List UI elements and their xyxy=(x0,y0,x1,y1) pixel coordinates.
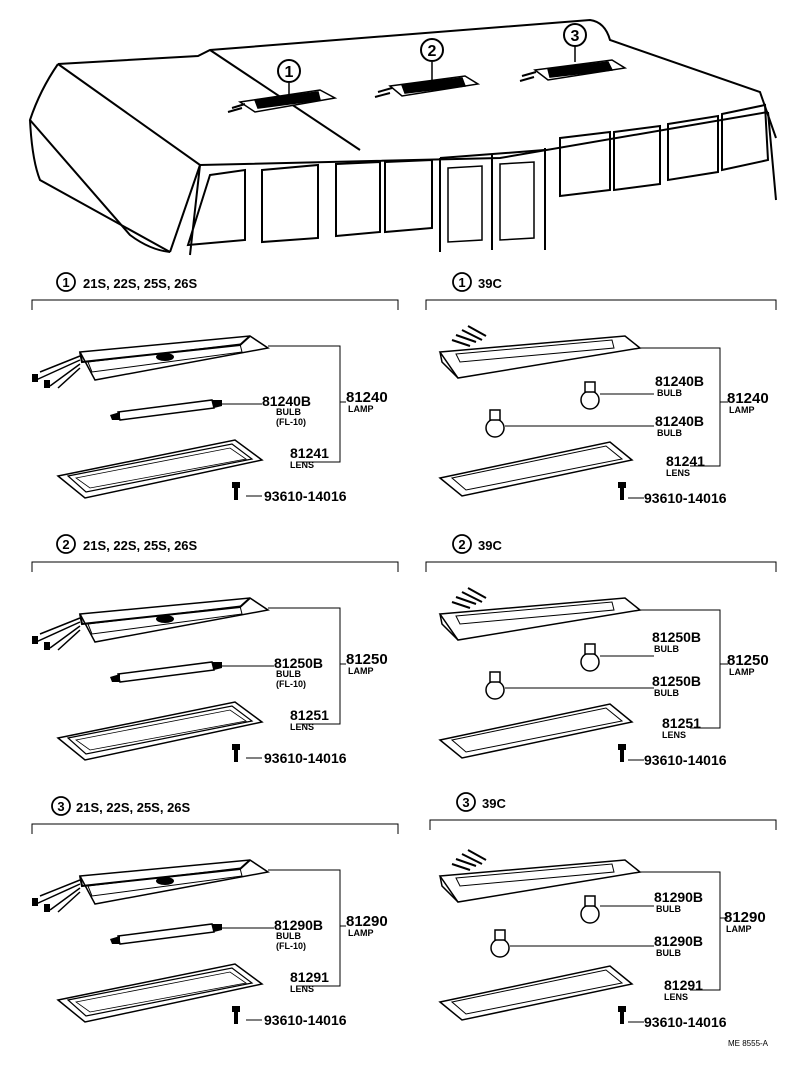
svg-text:81241: 81241 xyxy=(290,445,329,461)
svg-text:BULB: BULB xyxy=(276,669,301,679)
svg-text:(FL-10): (FL-10) xyxy=(276,417,306,427)
svg-text:LAMP: LAMP xyxy=(348,928,374,938)
svg-text:BULB: BULB xyxy=(654,688,679,698)
svg-text:2: 2 xyxy=(62,537,69,552)
svg-text:BULB: BULB xyxy=(276,407,301,417)
svg-text:3: 3 xyxy=(462,795,469,810)
svg-text:81250: 81250 xyxy=(727,652,769,669)
panel-1-left-title: 21S, 22S, 25S, 26S xyxy=(83,276,198,291)
svg-text:BULB: BULB xyxy=(656,904,681,914)
svg-text:81290B: 81290B xyxy=(274,917,323,933)
svg-text:LAMP: LAMP xyxy=(348,404,374,414)
svg-text:81291: 81291 xyxy=(664,977,703,993)
svg-text:81240: 81240 xyxy=(727,390,769,407)
roof-marker-3: 3 xyxy=(563,23,587,47)
panel-1-left: 1 21S, 22S, 25S, 26S 81240B BULB (FL-10)… xyxy=(31,272,399,504)
svg-text:81290: 81290 xyxy=(724,909,766,926)
svg-text:2: 2 xyxy=(458,537,465,552)
svg-text:BULB: BULB xyxy=(654,644,679,654)
svg-text:93610-14016: 93610-14016 xyxy=(644,1014,727,1030)
svg-text:LENS: LENS xyxy=(290,984,314,994)
svg-text:(FL-10): (FL-10) xyxy=(276,679,306,689)
svg-text:93610-14016: 93610-14016 xyxy=(264,488,347,504)
svg-text:81250B: 81250B xyxy=(274,655,323,671)
svg-text:BULB: BULB xyxy=(276,931,301,941)
svg-text:LENS: LENS xyxy=(664,992,688,1002)
svg-text:BULB: BULB xyxy=(657,428,682,438)
svg-text:81250B: 81250B xyxy=(652,629,701,645)
svg-text:(FL-10): (FL-10) xyxy=(276,941,306,951)
svg-text:81290B: 81290B xyxy=(654,933,703,949)
panel-2-left: 2 21S, 22S, 25S, 26S 81250B BULB (FL-10)… xyxy=(31,534,399,766)
panel-3-right: 3 39C 81290B BULB 81290B BULB 81290 LAMP… xyxy=(429,792,777,1030)
svg-text:81250B: 81250B xyxy=(652,673,701,689)
svg-text:1: 1 xyxy=(285,64,294,81)
roof-lamp-1 xyxy=(227,89,338,113)
svg-text:81240: 81240 xyxy=(346,389,388,406)
svg-text:81290B: 81290B xyxy=(654,889,703,905)
svg-text:81251: 81251 xyxy=(290,707,329,723)
svg-text:LAMP: LAMP xyxy=(726,924,752,934)
svg-text:1: 1 xyxy=(62,275,69,290)
svg-text:3: 3 xyxy=(57,799,64,814)
svg-text:93610-14016: 93610-14016 xyxy=(264,750,347,766)
svg-text:21S, 22S, 25S, 26S: 21S, 22S, 25S, 26S xyxy=(76,800,191,815)
svg-text:LAMP: LAMP xyxy=(729,405,755,415)
figure-code: ME 8555-A xyxy=(728,1039,769,1048)
svg-text:81240B: 81240B xyxy=(262,393,311,409)
svg-text:93610-14016: 93610-14016 xyxy=(264,1012,347,1028)
svg-text:LAMP: LAMP xyxy=(729,667,755,677)
svg-text:LENS: LENS xyxy=(662,730,686,740)
svg-text:3: 3 xyxy=(571,28,580,45)
svg-text:LENS: LENS xyxy=(666,468,690,478)
svg-text:LENS: LENS xyxy=(290,460,314,470)
svg-text:LENS: LENS xyxy=(290,722,314,732)
svg-text:39C: 39C xyxy=(478,276,502,291)
roof-lamp-2 xyxy=(374,75,481,98)
svg-text:81240B: 81240B xyxy=(655,413,704,429)
svg-text:39C: 39C xyxy=(482,796,506,811)
svg-text:93610-14016: 93610-14016 xyxy=(644,752,727,768)
svg-text:81240B: 81240B xyxy=(655,373,704,389)
svg-text:81241: 81241 xyxy=(666,453,705,469)
svg-text:39C: 39C xyxy=(478,538,502,553)
svg-text:BULB: BULB xyxy=(657,388,682,398)
svg-text:BULB: BULB xyxy=(656,948,681,958)
svg-text:81250: 81250 xyxy=(346,651,388,668)
panel-3-left: 3 21S, 22S, 25S, 26S 81290B BULB (FL-10)… xyxy=(31,796,399,1028)
svg-text:LAMP: LAMP xyxy=(348,666,374,676)
svg-text:93610-14016: 93610-14016 xyxy=(644,490,727,506)
svg-text:81251: 81251 xyxy=(662,715,701,731)
svg-text:2: 2 xyxy=(428,43,437,60)
roof-marker-2: 2 xyxy=(420,38,444,62)
svg-text:81291: 81291 xyxy=(290,969,329,985)
svg-text:81290: 81290 xyxy=(346,913,388,930)
panel-1-right: 1 39C 81240B BULB 81240B BULB 81240 LAMP… xyxy=(425,272,777,506)
svg-text:1: 1 xyxy=(458,275,465,290)
bus-roof-illustration xyxy=(28,18,777,256)
roof-marker-1: 1 xyxy=(277,59,301,83)
svg-text:21S, 22S, 25S, 26S: 21S, 22S, 25S, 26S xyxy=(83,538,198,553)
roof-lamp-3 xyxy=(519,59,628,82)
panel-2-right: 2 39C 81250B BULB 81250B BULB 81250 LAMP… xyxy=(425,534,777,768)
